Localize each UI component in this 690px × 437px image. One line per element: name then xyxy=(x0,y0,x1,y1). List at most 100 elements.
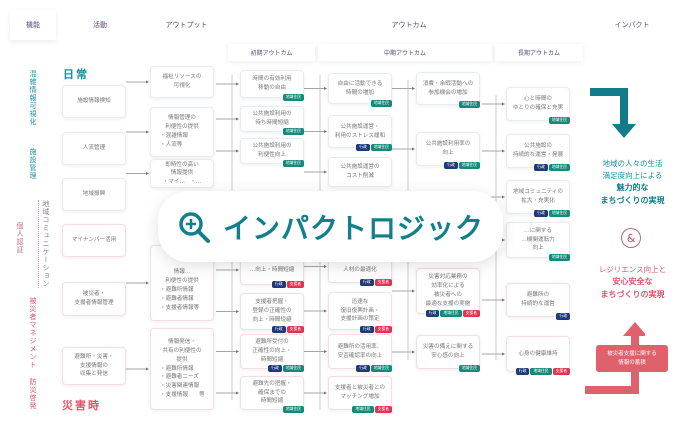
node-tags: 地域住民 xyxy=(370,100,392,107)
sub-long-outcome: 長期アウトカム xyxy=(495,44,583,61)
logic-node: マイナンバー活用 xyxy=(62,224,126,257)
node-bullets: ・避難所情報・避難者ニーズ・災害関連情報・支援情報 等 xyxy=(160,365,205,401)
node-text: 公共施設利用率の 向上 xyxy=(425,141,471,156)
node-tags: 行政地域住民 xyxy=(268,365,304,372)
node-text: 公共施設の 持続的な運営・発展 xyxy=(512,143,564,158)
stakeholder-tag: 地域住民 xyxy=(282,365,304,372)
stage-activity: 活動 xyxy=(56,10,144,40)
stakeholder-tag: 行政 xyxy=(360,326,374,333)
logic-node: 避難所・災害・ 支援情報の 収集と発信 xyxy=(62,347,126,385)
logic-node: 人流管理 xyxy=(62,132,126,165)
stakeholder-tag: 地域住民 xyxy=(548,254,570,261)
arrowhead xyxy=(412,87,415,90)
function-label: 混雑情報可視化 xyxy=(29,70,37,126)
title-overlay: インパクトロジック xyxy=(158,191,503,262)
impact-disaster: レジリエンス向上と 安心安全な まちづくりの実現 xyxy=(580,264,685,302)
node-text: 情報発信・ 共有の利便性の 提供 xyxy=(162,338,202,363)
node-text: 支援者と被災者との マッチング増加 xyxy=(334,385,386,400)
node-tags: 行政支援者 xyxy=(360,326,392,333)
node-text: 避難所の活用率、 安否確認率の向上 xyxy=(337,343,383,359)
logic-node: 公共施設運営・ 利用のストレス緩和行政地域住民 xyxy=(328,115,392,151)
stakeholder-tag: 行政 xyxy=(425,310,440,317)
node-text: 時間の有効利用 移動の自由 xyxy=(252,76,292,91)
arrowhead xyxy=(146,367,149,371)
stakeholder-tag: 地域住民 xyxy=(458,162,480,169)
arrowhead xyxy=(146,80,149,84)
stakeholder-tag: 地域住民 xyxy=(458,101,480,108)
arrowhead xyxy=(236,82,239,86)
stakeholder-tag: 支援者 xyxy=(552,368,570,375)
logic-node: 即時性の高い 情報提供・マイ…・… xyxy=(150,159,214,188)
node-tags: 地域住民 xyxy=(282,94,304,101)
node-bullets: ・避難所情報・避難者情報・支援者情報等 xyxy=(160,286,199,313)
node-tags: 行政地域住民 xyxy=(444,162,480,169)
arrow-down-icon xyxy=(590,88,636,138)
function-label: 施設管理 xyxy=(29,148,37,180)
stakeholder-tag: 行政 xyxy=(360,279,374,286)
impact-text: 満足度向上による xyxy=(602,171,663,180)
section-disaster: 災害時 xyxy=(62,399,101,412)
arrowhead xyxy=(502,298,505,302)
stakeholder-tag: 行政 xyxy=(515,368,530,375)
feedback-box: 被災者支援に関する 情報の蓄積 xyxy=(596,345,668,372)
arrowhead xyxy=(502,238,505,242)
arrowhead xyxy=(324,309,327,313)
node-bullet: ・… xyxy=(190,178,202,185)
node-bullet: ・災害関連情報 xyxy=(160,383,200,390)
node-text: 避難所受付の 正確性の向上・ 時間短縮 xyxy=(252,339,292,363)
stakeholder-tag: 地域住民 xyxy=(440,310,462,317)
impact-strong: まちづくりの実現 xyxy=(600,289,665,299)
stage-outcome: アウトカム xyxy=(229,10,589,40)
stakeholder-tag: 行政 xyxy=(444,162,458,169)
arrowhead xyxy=(412,350,415,354)
node-bullet: ・混雑情報 xyxy=(160,133,188,139)
node-text: 自由に活動できる 時間の増加 xyxy=(337,80,383,96)
logic-node: 施設情報検知 xyxy=(62,85,126,118)
node-text: 心身の健康維持 xyxy=(518,350,558,357)
arrowhead xyxy=(502,195,505,199)
arrowhead xyxy=(236,350,239,353)
node-bullet: ・支援情報 等 xyxy=(160,392,205,399)
stakeholder-tag: 行政 xyxy=(534,210,548,217)
node-text: 避難所の 持続的な運営 xyxy=(521,292,555,307)
function-label: 被災者マネジメント xyxy=(29,297,37,369)
node-tags: 行政地域住民 xyxy=(356,144,392,151)
stakeholder-tag: 支援者 xyxy=(286,326,304,333)
arrowhead xyxy=(412,289,415,293)
logic-node: 消費・余暇活動への 参加機会の増加地域住民 xyxy=(416,72,480,108)
logic-node: 地域コミュニティの 拡大・充実化行政地域住民 xyxy=(506,180,570,217)
impact-text: 地域の人々の生活 xyxy=(602,159,663,168)
logic-node: 公共施設運営の コスト削減 xyxy=(328,157,392,187)
node-text: 避難先の把握・ 確保までの 時間短縮 xyxy=(252,380,292,405)
node-tags: 行政支援者 xyxy=(272,281,304,288)
node-text: 支援者把握・ 登録の正確性の 向上・時間短縮 xyxy=(252,299,292,323)
node-text: 心と時間の ゆとりの確保と充実 xyxy=(512,96,564,111)
stakeholder-tag: 支援者 xyxy=(286,281,304,288)
stage-function: 機能 xyxy=(10,10,56,40)
node-bullets: ・混雑情報・人流等 xyxy=(160,132,188,150)
node-bullets: ・マイ…・… xyxy=(163,178,202,186)
node-text: 災害の備えに関する 安心感の向上 xyxy=(422,344,474,359)
stakeholder-tag: 行政 xyxy=(268,365,282,372)
stakeholder-tag: 地域住民 xyxy=(282,406,304,413)
impact-daily: 地域の人々の生活 満足度向上による 魅力的な まちづくりの実現 xyxy=(580,158,685,208)
node-bullet: ・避難所情報 xyxy=(160,287,194,294)
arrowhead xyxy=(236,268,239,272)
node-text: 公共施設利用の 待ち時間短縮 xyxy=(252,111,292,126)
logic-node: 情報… 利便性の提供・避難所情報・避難者情報・支援者情報等 xyxy=(150,245,214,321)
node-tags: 地域住民 xyxy=(282,128,304,135)
stakeholder-tag: 行政 xyxy=(272,281,286,288)
logic-node: 公共施設利用率の 向上行政地域住民 xyxy=(416,132,480,169)
node-text: 災害対応業務の 効率化による 被災者への 最適な支援の実施 xyxy=(425,274,471,307)
overlay-title: インパクトロジック xyxy=(222,211,484,245)
stakeholder-tag: 地域住民 xyxy=(282,160,304,167)
node-text: 消費・余暇活動への 参加機会の増加 xyxy=(422,80,474,96)
function-label: 個人認証 xyxy=(16,222,24,254)
node-text: 地域振興 xyxy=(82,191,106,198)
node-text: 公共施設運営の コスト削減 xyxy=(340,164,380,179)
node-bullet: ・避難所情報 xyxy=(160,365,194,372)
node-tags: 地域住民支援者 xyxy=(352,406,392,413)
logic-node: 情報管理の 利便性の提供・混雑情報・人流等 xyxy=(150,107,214,157)
sub-initial-outcome: 初期アウトカム xyxy=(228,44,315,61)
node-text: 施設情報検知 xyxy=(77,98,111,105)
